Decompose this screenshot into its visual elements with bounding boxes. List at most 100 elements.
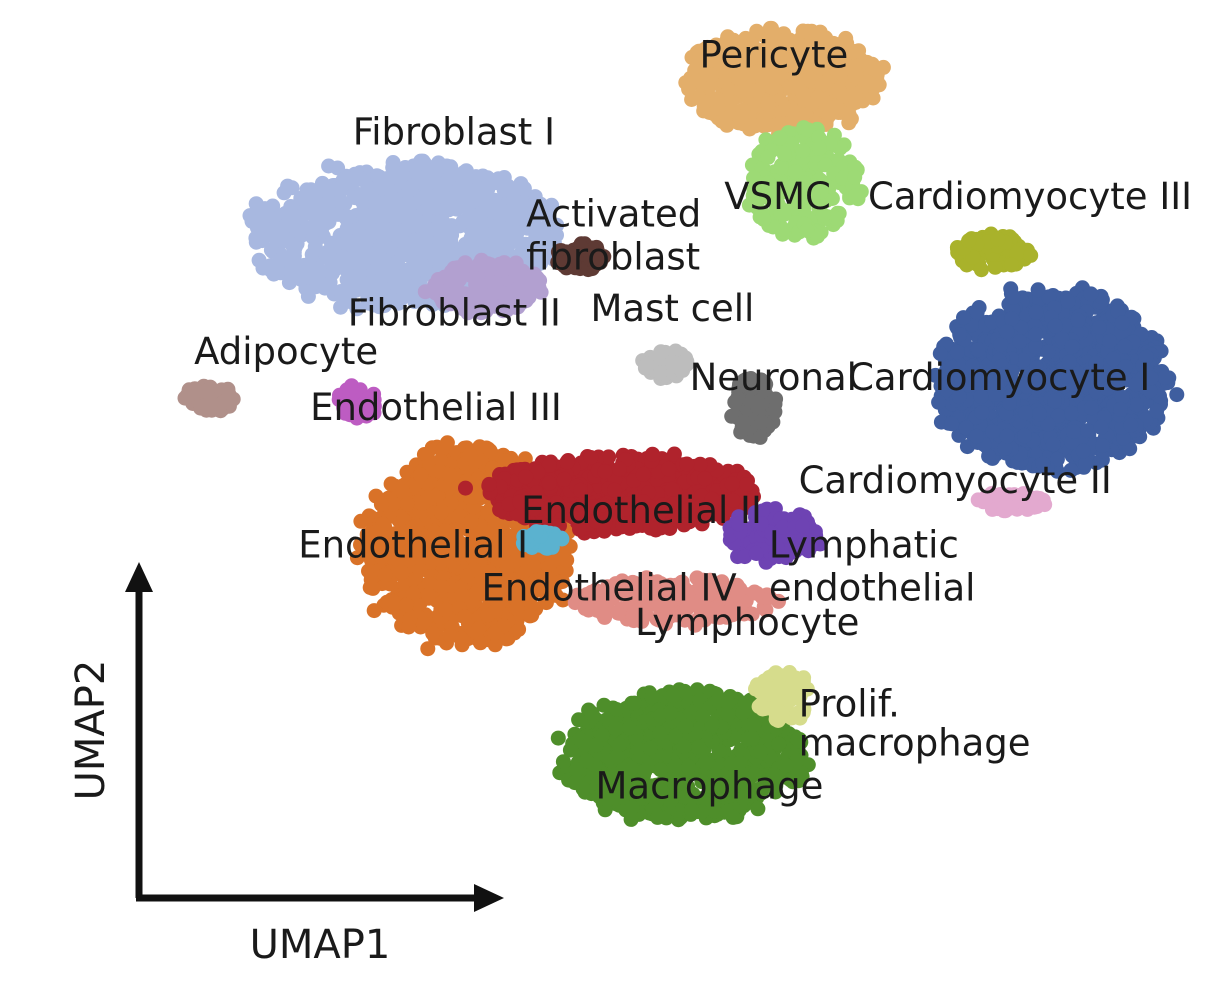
point xyxy=(406,284,421,300)
point xyxy=(460,305,476,321)
point xyxy=(283,264,299,279)
point xyxy=(1012,334,1028,350)
point xyxy=(823,46,839,62)
point xyxy=(462,447,478,463)
point xyxy=(1128,397,1144,413)
point xyxy=(265,228,280,244)
point xyxy=(747,41,763,57)
point xyxy=(248,230,264,246)
point xyxy=(364,226,380,242)
point xyxy=(871,77,887,93)
point xyxy=(390,254,405,270)
point xyxy=(532,273,548,288)
point xyxy=(847,169,863,185)
point xyxy=(865,90,881,106)
point xyxy=(974,405,990,420)
point xyxy=(333,179,349,195)
point xyxy=(718,34,734,49)
point xyxy=(703,68,719,84)
point xyxy=(464,227,480,243)
point xyxy=(1005,290,1021,305)
point xyxy=(480,607,496,623)
point xyxy=(760,149,776,165)
point xyxy=(681,81,697,97)
cluster-vsmc xyxy=(741,120,869,246)
point xyxy=(750,399,766,415)
point xyxy=(746,182,762,198)
point xyxy=(1149,403,1165,419)
point xyxy=(776,206,792,222)
point xyxy=(999,428,1015,444)
point xyxy=(482,259,498,275)
point xyxy=(399,496,415,512)
point xyxy=(449,287,465,303)
point xyxy=(373,496,389,512)
point xyxy=(499,300,515,316)
point xyxy=(359,239,375,255)
point xyxy=(1004,311,1020,327)
point xyxy=(1123,417,1139,433)
point xyxy=(457,609,473,625)
point xyxy=(776,146,792,162)
point xyxy=(1064,405,1080,421)
cluster-adipocyte xyxy=(177,378,241,419)
point xyxy=(467,270,483,286)
point xyxy=(766,68,782,84)
point xyxy=(944,416,960,432)
point xyxy=(473,284,489,300)
point xyxy=(823,100,839,116)
point xyxy=(1064,339,1080,355)
point xyxy=(414,495,430,511)
cluster-cardiomyocyte-iii xyxy=(949,226,1039,278)
point xyxy=(1075,443,1091,459)
point xyxy=(721,82,737,98)
point xyxy=(859,74,875,90)
cluster-activated-fibroblast xyxy=(550,236,612,278)
point xyxy=(987,259,1003,275)
point xyxy=(352,265,368,281)
point xyxy=(1169,387,1185,403)
point xyxy=(420,201,435,217)
point xyxy=(1083,400,1099,416)
point xyxy=(811,129,827,145)
point xyxy=(417,217,433,233)
point xyxy=(401,619,417,635)
point xyxy=(818,30,833,46)
point xyxy=(487,298,503,314)
point xyxy=(454,587,470,603)
point xyxy=(720,53,736,69)
point xyxy=(459,568,475,584)
point xyxy=(495,206,511,222)
point xyxy=(496,255,512,271)
point xyxy=(276,185,292,201)
point xyxy=(420,641,436,657)
point xyxy=(563,246,579,262)
point xyxy=(474,205,489,221)
point xyxy=(333,194,348,210)
point xyxy=(1091,320,1107,335)
point xyxy=(414,232,430,248)
point xyxy=(490,282,506,298)
point xyxy=(956,310,971,326)
point xyxy=(366,603,382,619)
cluster-cardiomyocyte-i xyxy=(928,280,1185,479)
point xyxy=(522,608,538,624)
point xyxy=(827,210,843,226)
points-layer xyxy=(177,20,1185,828)
point xyxy=(1093,419,1109,435)
point xyxy=(355,206,371,222)
point xyxy=(532,199,548,215)
point xyxy=(969,428,985,444)
point xyxy=(438,602,454,618)
point xyxy=(1028,326,1044,342)
point xyxy=(432,243,448,259)
point xyxy=(439,435,455,451)
point xyxy=(535,221,551,237)
point xyxy=(421,587,436,603)
point xyxy=(645,446,660,462)
point xyxy=(652,365,668,381)
point xyxy=(177,390,193,406)
point xyxy=(761,175,776,190)
point xyxy=(385,155,401,170)
point xyxy=(795,143,811,159)
